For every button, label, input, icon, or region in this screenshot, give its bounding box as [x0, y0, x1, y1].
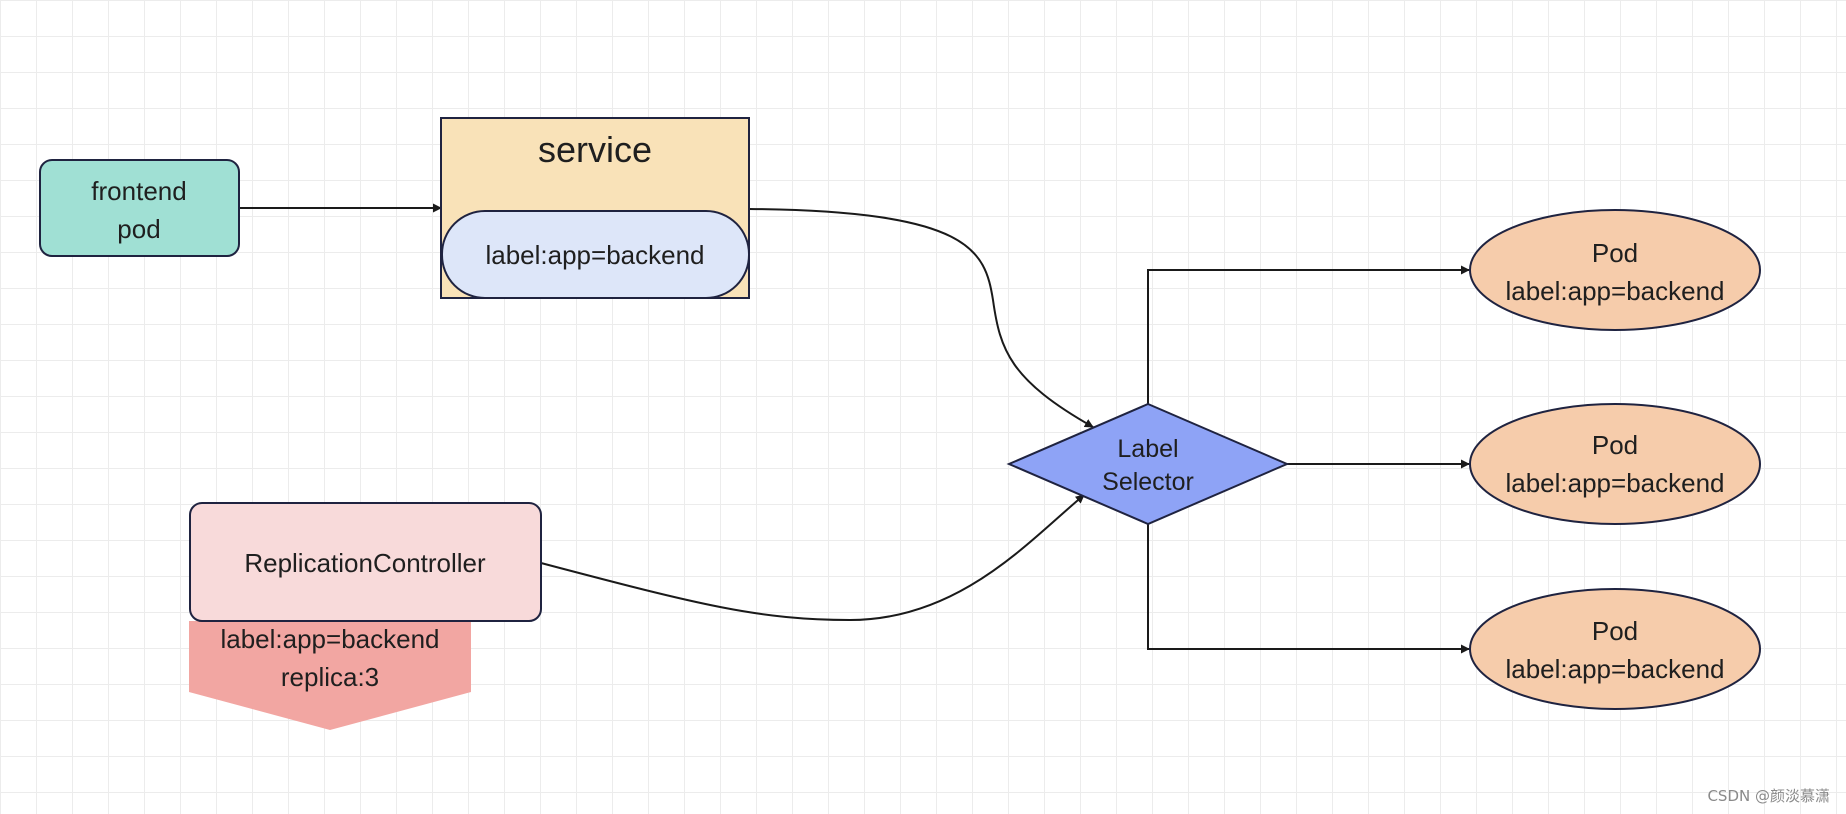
- rc-tag-line1: label:app=backend: [220, 624, 439, 654]
- edge-selector-to-pod-3: [1147, 524, 1470, 654]
- service-label-text: label:app=backend: [485, 240, 704, 270]
- service-title: service: [538, 129, 652, 170]
- pod-3-line1: Pod: [1592, 616, 1638, 646]
- edge-service-to-selector: [748, 208, 1094, 428]
- rc-tag-line2: replica:3: [281, 662, 379, 692]
- pod-node-2[interactable]: Pod label:app=backend: [1469, 403, 1761, 525]
- pod-2-line2: label:app=backend: [1505, 468, 1724, 498]
- pod-3-line2: label:app=backend: [1505, 654, 1724, 684]
- edge-selector-to-pod-1: [1147, 265, 1470, 404]
- pod-2-line1: Pod: [1592, 430, 1638, 460]
- label-selector-node[interactable]: Label Selector: [1006, 402, 1290, 526]
- watermark: CSDN @颜淡慕潇: [1707, 787, 1830, 805]
- service-node[interactable]: service label:app=backend: [440, 117, 750, 299]
- pod-1-line2: label:app=backend: [1505, 276, 1724, 306]
- edge-rc-to-selector: [540, 494, 1085, 622]
- label-selector-line2: Selector: [1102, 468, 1194, 496]
- frontend-pod-node[interactable]: frontend pod: [39, 159, 240, 257]
- pod-1-line1: Pod: [1592, 238, 1638, 268]
- service-label-pill: [441, 210, 750, 299]
- frontend-pod-line2: pod: [117, 214, 160, 244]
- pod-node-3[interactable]: Pod label:app=backend: [1469, 588, 1761, 710]
- frontend-pod-line1: frontend: [91, 176, 186, 206]
- pod-node-1[interactable]: Pod label:app=backend: [1469, 209, 1761, 331]
- label-selector-line1: Label: [1117, 435, 1178, 463]
- rc-tag-shape: [189, 621, 471, 730]
- rc-title: ReplicationController: [244, 548, 486, 578]
- replication-controller-node[interactable]: ReplicationController label:app=backend …: [189, 502, 542, 730]
